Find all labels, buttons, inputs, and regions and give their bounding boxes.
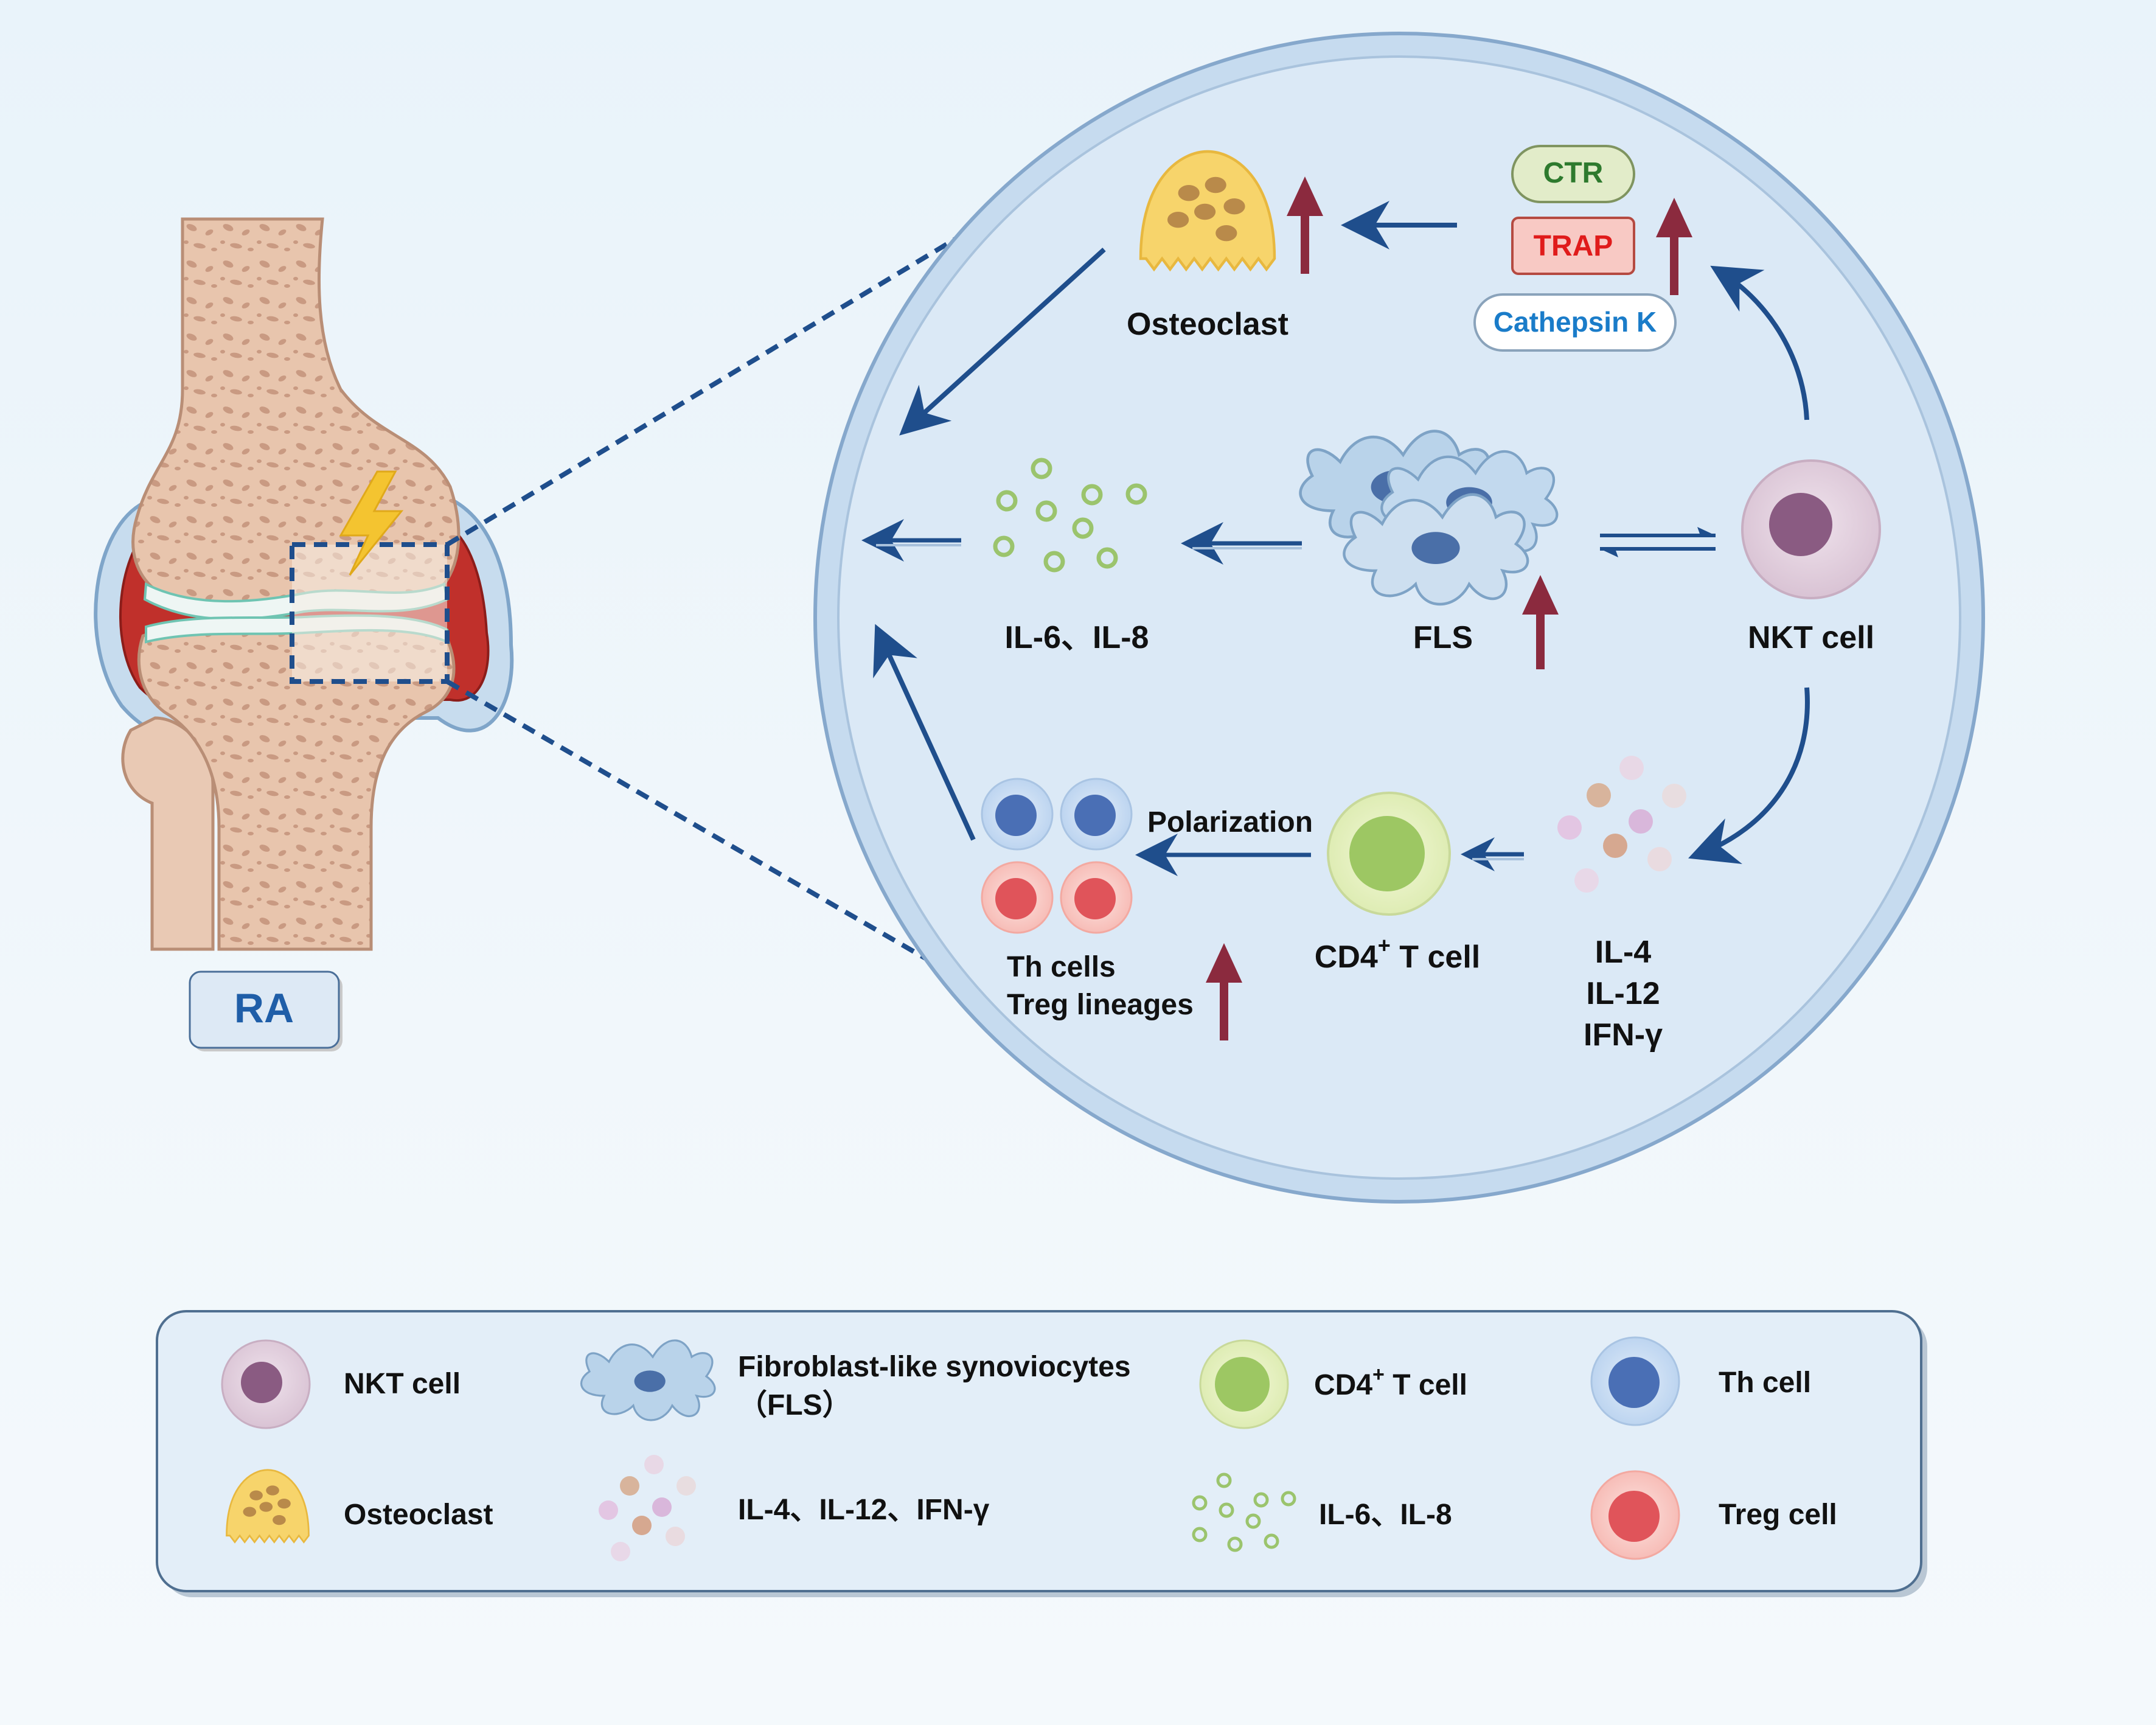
trap-badge: TRAP xyxy=(1511,217,1635,275)
up-arrow-th-treg xyxy=(1206,943,1242,1040)
treg-lineages-label: Treg lineages xyxy=(1007,989,1194,1021)
ra-label-box: RA xyxy=(189,971,343,1051)
svg-text:Cathepsin K: Cathepsin K xyxy=(1494,306,1657,338)
knee-joint-illustration xyxy=(94,217,514,951)
up-arrow-fls xyxy=(1522,575,1559,669)
up-arrow-markers xyxy=(1656,198,1692,295)
ra-label: RA xyxy=(234,985,294,1031)
svg-text:TRAP: TRAP xyxy=(1534,230,1613,262)
fls-label: FLS xyxy=(1413,620,1473,655)
legend-treg-label: Treg cell xyxy=(1719,1499,1837,1531)
polarization-label: Polarization xyxy=(1147,806,1313,838)
zoom-circle xyxy=(813,32,1985,1204)
osteoclast-cell xyxy=(1139,150,1276,272)
cytokine-il12-label: IL-12 xyxy=(1586,976,1660,1011)
zoom-line-bottom xyxy=(445,679,933,964)
lightning-icon xyxy=(339,470,404,576)
legend-fls-label-line1: Fibroblast-like synoviocytes xyxy=(738,1351,1131,1383)
arrow-fls-nkt-bidirectional xyxy=(1600,527,1716,557)
il6-il8-particles xyxy=(993,458,1147,573)
cd4-t-cell-label: CD4+ T cell xyxy=(1315,933,1480,975)
damaged-region-highlight xyxy=(292,545,447,681)
cytokine-il4-label: IL-4 xyxy=(1595,935,1652,970)
arrow-nkt-to-markers xyxy=(1710,265,1809,420)
arrow-th-treg-to-bone xyxy=(873,624,976,841)
legend-il4-particles-icon xyxy=(599,1455,696,1561)
cd4-t-cell xyxy=(1327,792,1451,916)
legend-treg-icon xyxy=(1590,1470,1680,1560)
th-treg-cluster xyxy=(981,778,1133,934)
arrow-nkt-to-cytokines xyxy=(1688,687,1810,864)
fibula-bone xyxy=(121,716,215,951)
il6-il8-label: IL-6、IL-8 xyxy=(1005,620,1149,655)
ctr-badge: CTR xyxy=(1511,145,1635,203)
cathepsin-k-badge: Cathepsin K xyxy=(1473,293,1677,352)
legend-fls-icon xyxy=(580,1339,716,1421)
legend-il4-group-label: IL-4、IL-12、IFN-γ xyxy=(738,1494,990,1526)
legend-th-icon xyxy=(1590,1336,1680,1426)
up-arrow-osteoclast xyxy=(1287,176,1323,274)
legend-nkt-label: NKT cell xyxy=(344,1368,461,1400)
th-cells-label: Th cells xyxy=(1007,951,1116,983)
legend-nkt-icon xyxy=(221,1339,311,1429)
nkt-cell xyxy=(1741,459,1881,599)
nkt-label: NKT cell xyxy=(1748,620,1874,655)
fls-cells xyxy=(1299,430,1559,606)
legend-fls-label-line2: （FLS） xyxy=(738,1389,852,1421)
legend-il6-particles-icon xyxy=(1192,1472,1296,1552)
legend-osteoclast-label: Osteoclast xyxy=(344,1499,493,1531)
cytokine-ifn-label: IFN-γ xyxy=(1584,1017,1663,1053)
zoom-line-top xyxy=(445,226,975,547)
il4-il12-ifn-particles xyxy=(1557,756,1686,893)
osteoclast-label: Osteoclast xyxy=(1127,307,1288,342)
svg-text:CTR: CTR xyxy=(1543,157,1604,189)
legend-osteoclast-icon xyxy=(226,1469,310,1544)
arrow-osteoclast-to-bone xyxy=(899,248,1106,436)
legend-cd4-icon xyxy=(1199,1339,1289,1429)
legend-cd4-label: CD4+ T cell xyxy=(1314,1363,1467,1401)
legend-th-label: Th cell xyxy=(1719,1367,1811,1399)
legend-il6-group-label: IL-6、IL-8 xyxy=(1319,1499,1452,1531)
